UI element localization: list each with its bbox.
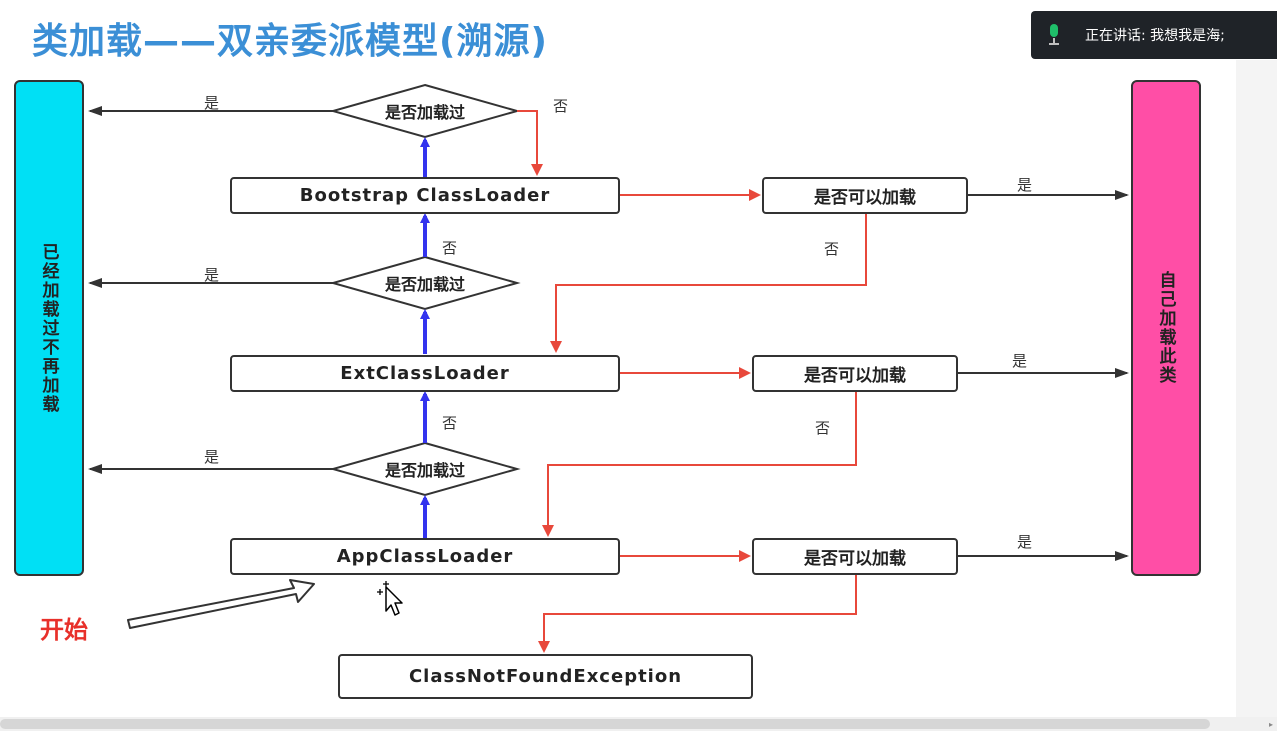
no-arrow-top	[517, 110, 543, 176]
scroll-right-arrow-icon[interactable]: ▸	[1268, 720, 1273, 729]
right-panel-strip	[1236, 60, 1277, 717]
slide-title: 类加载——双亲委派模型(溯源)	[32, 21, 548, 62]
no-arrow-ext-to-app	[542, 392, 857, 537]
loaded-check-label-2: 是否加载过	[384, 275, 466, 294]
horizontal-scrollbar[interactable]: ▸	[0, 717, 1277, 731]
load-self-bar: 自己加载此类	[1131, 80, 1201, 576]
no-label-diamond-3: 否	[442, 414, 458, 432]
scrollbar-thumb[interactable]	[0, 719, 1210, 729]
can-load-check-ext: 是否可以加载	[752, 355, 958, 392]
start-label: 开始	[40, 616, 88, 644]
yes-label-right-2: 是	[1012, 352, 1028, 370]
yes-label-left-3: 是	[204, 448, 220, 466]
no-label-ext-check: 否	[815, 419, 831, 437]
yes-label-left-2: 是	[204, 266, 220, 284]
yes-label-right-1: 是	[1017, 176, 1033, 194]
loaded-check-label-1: 是否加载过	[384, 103, 466, 122]
speaking-text: 正在讲话: 我想我是海;	[1085, 28, 1225, 44]
already-loaded-bar: 已经加载过不再加载	[14, 80, 84, 576]
mouse-cursor-icon	[377, 581, 403, 616]
ext-classloader-box: ExtClassLoader	[230, 355, 620, 392]
load-self-label: 自己加载此类	[1155, 271, 1176, 385]
app-classloader-box: AppClassLoader	[230, 538, 620, 575]
yes-label-left-1: 是	[204, 94, 220, 112]
can-load-check-bootstrap: 是否可以加载	[762, 177, 968, 214]
no-arrow-app-to-exception	[538, 575, 857, 653]
bootstrap-classloader-box: Bootstrap ClassLoader	[230, 177, 620, 214]
no-label-bootstrap-check: 否	[824, 240, 840, 258]
microphone-icon	[1047, 24, 1061, 46]
classnotfoundexception-box: ClassNotFoundException	[338, 654, 753, 699]
no-label-diamond-2: 否	[442, 239, 458, 257]
yes-label-right-3: 是	[1017, 533, 1033, 551]
no-label-top: 否	[553, 97, 569, 115]
speaking-indicator: 正在讲话: 我想我是海;	[1031, 11, 1277, 59]
already-loaded-label: 已经加载过不再加载	[38, 242, 59, 414]
loaded-check-label-3: 是否加载过	[384, 461, 466, 480]
can-load-check-app: 是否可以加载	[752, 538, 958, 575]
start-arrow	[127, 579, 315, 629]
no-arrow-bootstrap-to-ext	[550, 214, 867, 353]
